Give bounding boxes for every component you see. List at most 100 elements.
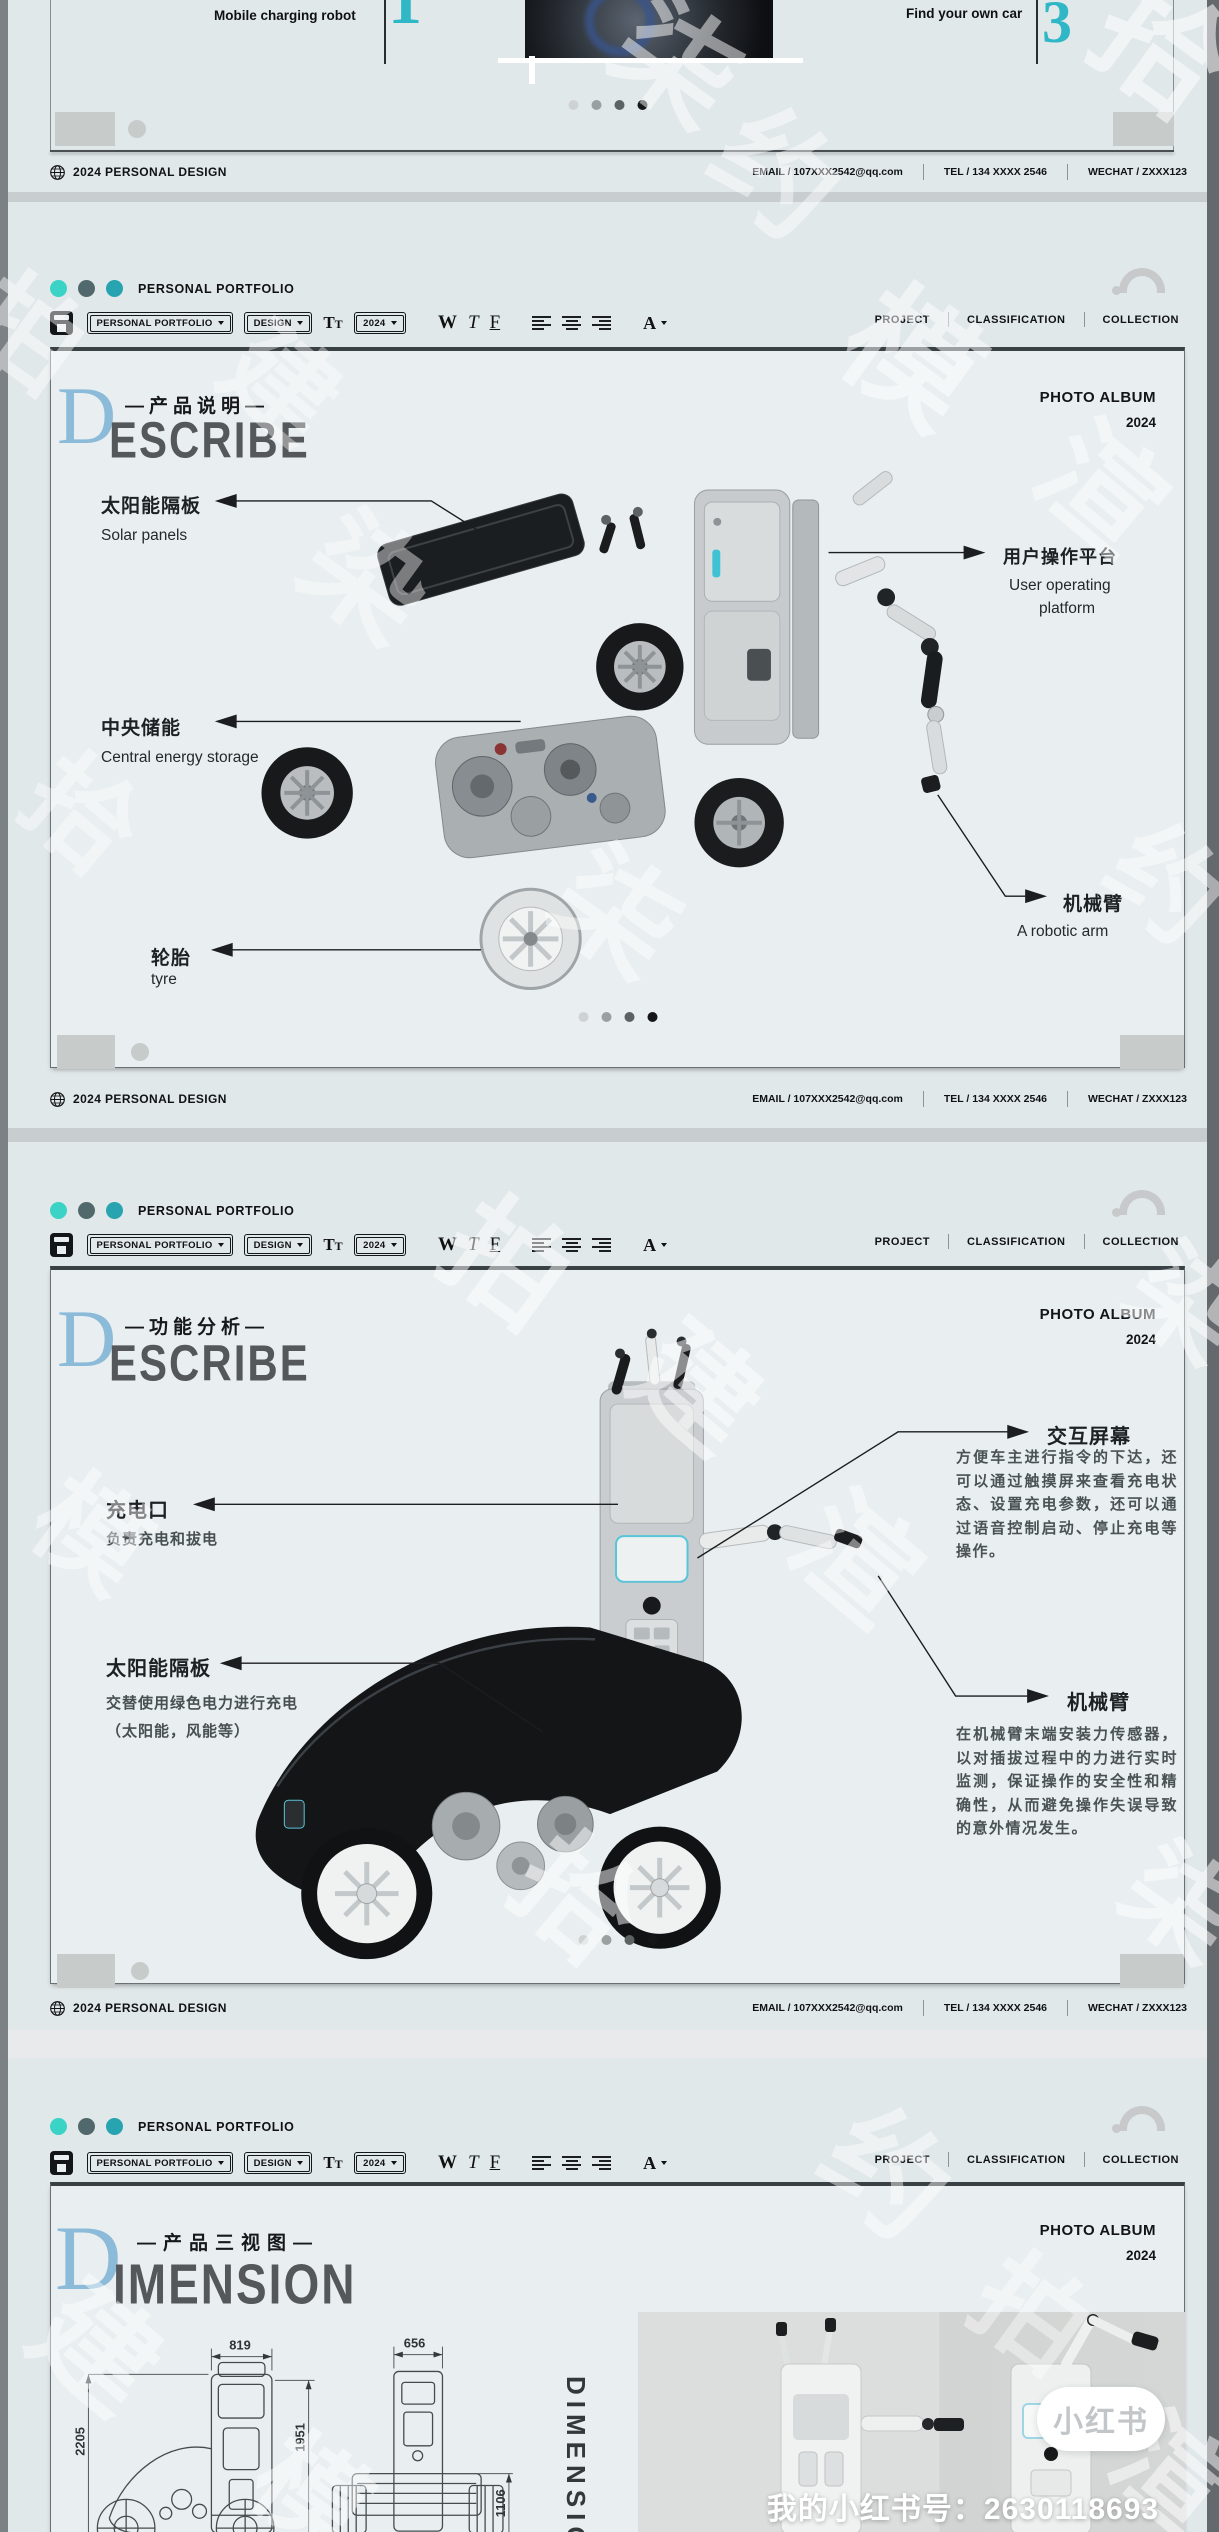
page4-title-cn: —产品三视图— (137, 2233, 320, 2254)
nav-classification[interactable]: CLASSIFICATION (967, 1235, 1066, 1248)
align-center-icon[interactable] (562, 1237, 582, 1253)
nav-divider (1083, 1234, 1085, 1249)
label-arm-cn: 机械臂 (1063, 894, 1124, 915)
brand-label: PERSONAL PORTFOLIO (138, 1203, 295, 1218)
album-year: 2024 (1125, 2248, 1156, 2263)
label-port-sub: 负责充电和拔电 (106, 1531, 219, 1548)
italic-button[interactable]: T (468, 1234, 479, 1255)
save-icon[interactable] (50, 1233, 73, 1257)
portfolio-select[interactable]: PERSONAL PORTFOLIO (87, 1234, 234, 1256)
italic-button[interactable]: T (468, 2152, 479, 2173)
portfolio-page-1: Mobile charging robot 1 Find your own ca… (8, 0, 1207, 192)
bold-button[interactable]: W (438, 1234, 457, 1255)
placeholder-bar (55, 112, 115, 146)
carousel-dot[interactable] (624, 1935, 634, 1945)
align-right-icon[interactable] (592, 1237, 612, 1253)
arc-logo-icon (1112, 2106, 1165, 2133)
top-nav: PROJECT CLASSIFICATION COLLECTION (857, 1234, 1179, 1249)
carousel-dot[interactable] (647, 1935, 657, 1945)
xiaohongshu-badge: 小红书 (1037, 2387, 1165, 2451)
align-left-icon[interactable] (532, 1237, 552, 1253)
save-icon[interactable] (50, 2151, 73, 2175)
portfolio-select[interactable]: PERSONAL PORTFOLIO (87, 312, 234, 334)
chevron-down-icon (390, 1243, 397, 1247)
page1-left-caption: Mobile charging robot (214, 8, 356, 23)
align-center-icon[interactable] (562, 2155, 582, 2171)
nav-project[interactable]: PROJECT (874, 313, 931, 326)
year-select[interactable]: 2024 (353, 312, 406, 334)
wheel-rim-graphic (585, 0, 655, 56)
portfolio-select[interactable]: PERSONAL PORTFOLIO (87, 2152, 234, 2174)
text-size-button[interactable]: Tt (323, 313, 343, 332)
carousel-dot[interactable] (647, 1012, 657, 1022)
year-select[interactable]: 2024 (353, 1234, 406, 1256)
align-left-icon[interactable] (532, 315, 552, 331)
font-color-button[interactable]: A (643, 2153, 668, 2174)
page1-right-caption: Find your own car (906, 6, 1023, 21)
chevron-down-icon (296, 2161, 303, 2165)
content-box-border-bottom (50, 150, 1174, 152)
underline-button[interactable]: F (489, 2152, 501, 2173)
arc-logo-dot (1112, 286, 1121, 295)
globe-icon (50, 1091, 65, 1107)
carousel-dot[interactable] (614, 100, 624, 110)
font-color-button[interactable]: A (643, 1235, 668, 1256)
nav-project[interactable]: PROJECT (874, 1235, 931, 1248)
album-year: 2024 (1125, 1332, 1156, 1347)
nav-collection[interactable]: COLLECTION (1102, 1235, 1179, 1248)
divider-line (1036, 0, 1038, 64)
underline-button[interactable]: F (489, 1234, 501, 1255)
window-d­ots: PERSONAL PORTFOLIO (50, 2118, 294, 2135)
text-size-button[interactable]: Tt (323, 1235, 343, 1254)
footer-divider (1067, 2000, 1068, 2016)
design-select[interactable]: DESIGN (244, 312, 313, 334)
content-box: —产品三视图— D IMENSION PHOTO ALBUM 2024 (50, 2182, 1186, 2532)
footer-divider (922, 1091, 924, 1107)
label-solar-cn: 太阳能隔板 (101, 496, 202, 517)
align-right-icon[interactable] (592, 2155, 612, 2171)
align-left-icon[interactable] (532, 2155, 552, 2171)
italic-button[interactable]: T (468, 312, 479, 333)
save-icon[interactable] (50, 311, 73, 335)
dim-2205: 2205 (72, 2427, 87, 2456)
top-nav: PROJECT CLASSIFICATION COLLECTION (857, 312, 1179, 327)
year-select[interactable]: 2024 (353, 2152, 406, 2174)
window-dot-icon (78, 1202, 95, 1219)
top-nav: PROJECT CLASSIFICATION COLLECTION (857, 2152, 1179, 2167)
font-color-button[interactable]: A (643, 313, 668, 334)
carousel-dot[interactable] (624, 1012, 634, 1022)
album-title: PHOTO ALBUM (1039, 2222, 1156, 2239)
nav-collection[interactable]: COLLECTION (1102, 313, 1179, 326)
carousel-dot[interactable] (601, 1012, 611, 1022)
carousel-dot[interactable] (568, 100, 578, 110)
nav-project[interactable]: PROJECT (874, 2153, 931, 2166)
wheel-dark-1 (596, 623, 684, 711)
text-size-button[interactable]: Tt (323, 2153, 343, 2172)
design-select[interactable]: DESIGN (244, 1234, 313, 1256)
nav-classification[interactable]: CLASSIFICATION (967, 2153, 1066, 2166)
carousel-dot[interactable] (578, 1012, 588, 1022)
placeholder-bar (1113, 112, 1174, 146)
placeholder-bar (57, 1954, 115, 1988)
label-arm-en: A robotic arm (1017, 923, 1109, 940)
wheel-dark-2 (261, 747, 353, 839)
label-platform-en1: User operating (1009, 577, 1111, 594)
carousel-dot[interactable] (601, 1935, 611, 1945)
carousel-dot[interactable] (578, 1935, 588, 1945)
page-footer: 2024 PERSONAL DESIGN EMAIL / 107XXX2542@… (50, 1986, 1187, 2030)
underline-button[interactable]: F (489, 312, 501, 333)
page3-title-rest: ESCRIBE (109, 1334, 310, 1392)
align-right-icon[interactable] (592, 315, 612, 331)
align-center-icon[interactable] (562, 315, 582, 331)
content-box-border-right (1173, 0, 1174, 150)
nav-collection[interactable]: COLLECTION (1102, 2153, 1179, 2166)
nav-classification[interactable]: CLASSIFICATION (967, 313, 1066, 326)
carousel-dot[interactable] (591, 100, 601, 110)
window-dots: PERSONAL PORTFOLIO (50, 1202, 294, 1219)
chevron-down-icon (661, 1243, 668, 1247)
bold-button[interactable]: W (438, 312, 457, 333)
bold-button[interactable]: W (438, 2152, 457, 2173)
carousel-dot[interactable] (637, 100, 647, 110)
design-select[interactable]: DESIGN (244, 2152, 313, 2174)
footer-divider (922, 2000, 924, 2016)
